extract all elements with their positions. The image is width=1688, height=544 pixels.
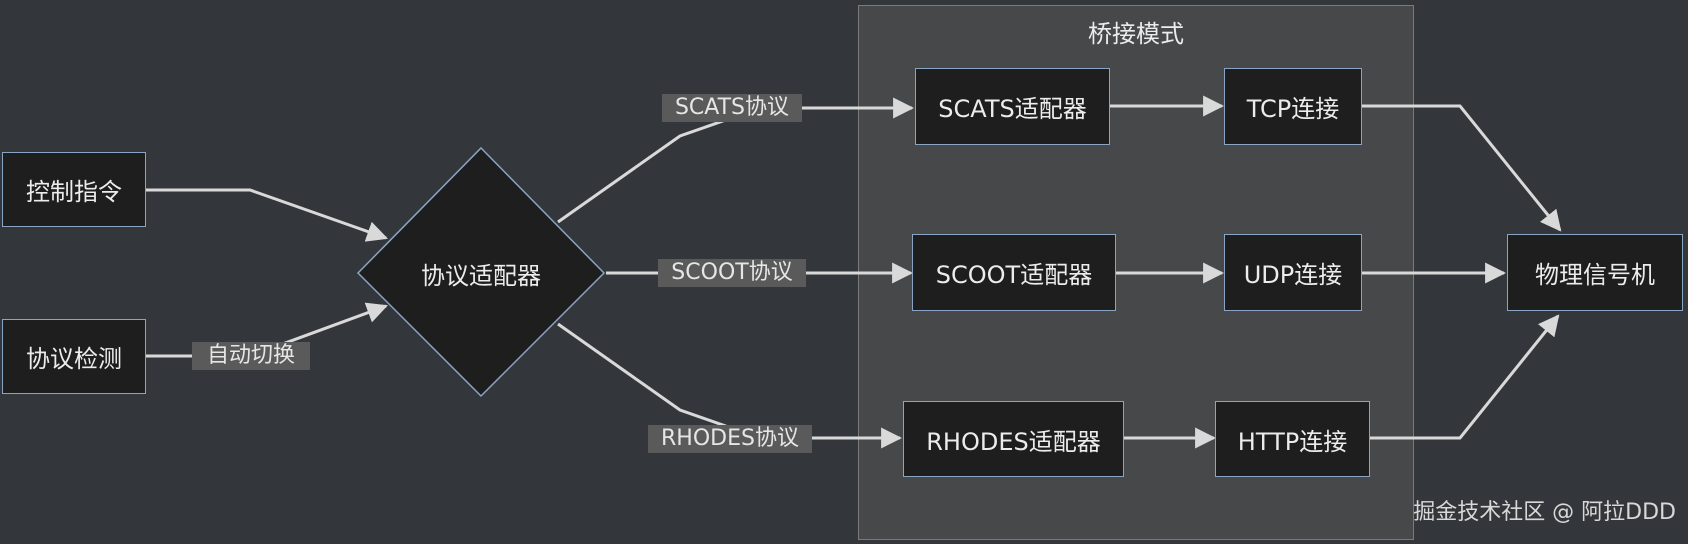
watermark: 掘金技术社区 @ 阿拉DDD [1413,500,1676,525]
edge-adapter-to-rhodes [557,322,903,449]
node-scats-adapter: SCATS适配器 [915,68,1110,145]
node-protocol-detect: 协议检测 [2,319,146,394]
edge-label-rhodes-protocol: RHODES协议 [648,425,812,453]
edge-adapter-to-scats [557,97,915,224]
node-scoot-adapter: SCOOT适配器 [912,234,1116,311]
edge-label-scoot-protocol: SCOOT协议 [658,259,806,287]
adapter-diamond [356,146,606,398]
node-udp-connection: UDP连接 [1224,234,1362,311]
node-protocol-adapter: 协议适配器 [421,261,541,290]
node-rhodes-adapter: RHODES适配器 [903,401,1124,477]
node-control-command: 控制指令 [2,152,146,227]
edge-tcp-to-machine [1362,104,1562,232]
edge-label-auto-switch: 自动切换 [192,342,310,370]
cluster-title: 桥接模式 [1088,20,1184,48]
node-tcp-connection: TCP连接 [1224,68,1362,145]
node-physical-signal-machine: 物理信号机 [1507,234,1683,311]
edge-http-to-machine [1370,314,1560,440]
node-http-connection: HTTP连接 [1215,401,1370,477]
edge-label-scats-protocol: SCATS协议 [662,94,802,122]
edge-control-to-adapter [146,188,388,242]
